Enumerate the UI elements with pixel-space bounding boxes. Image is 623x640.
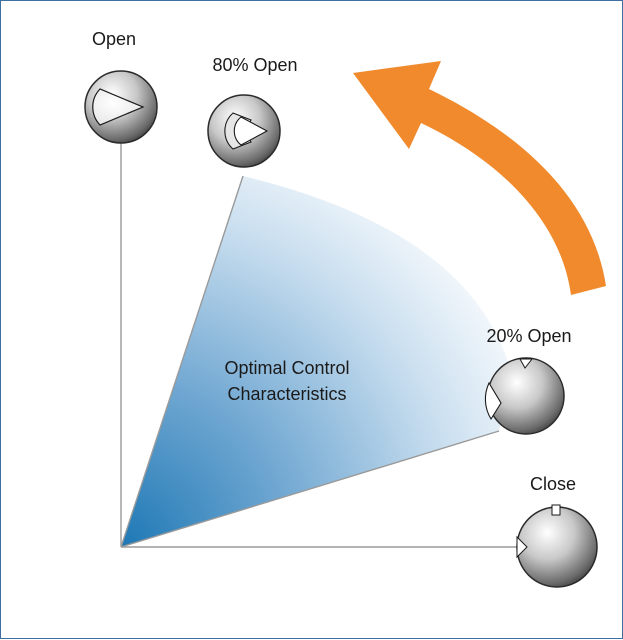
ball-valve-icon (207, 94, 281, 168)
label-close: Close (530, 474, 576, 494)
optimal-region (121, 176, 511, 547)
label-open: Open (92, 29, 136, 49)
ball-valve-icon (484, 357, 565, 435)
guide-20-open (120, 430, 500, 548)
region-label-line2: Characteristics (227, 384, 346, 404)
ball-valve-icon (84, 70, 158, 144)
guide-80-open (120, 175, 244, 548)
curved-arrow-icon (353, 61, 606, 295)
ball-valve-icon (516, 504, 598, 588)
region-label-line1: Optimal Control (224, 358, 349, 378)
label-20-open: 20% Open (486, 326, 571, 346)
label-80-open: 80% Open (212, 55, 297, 75)
